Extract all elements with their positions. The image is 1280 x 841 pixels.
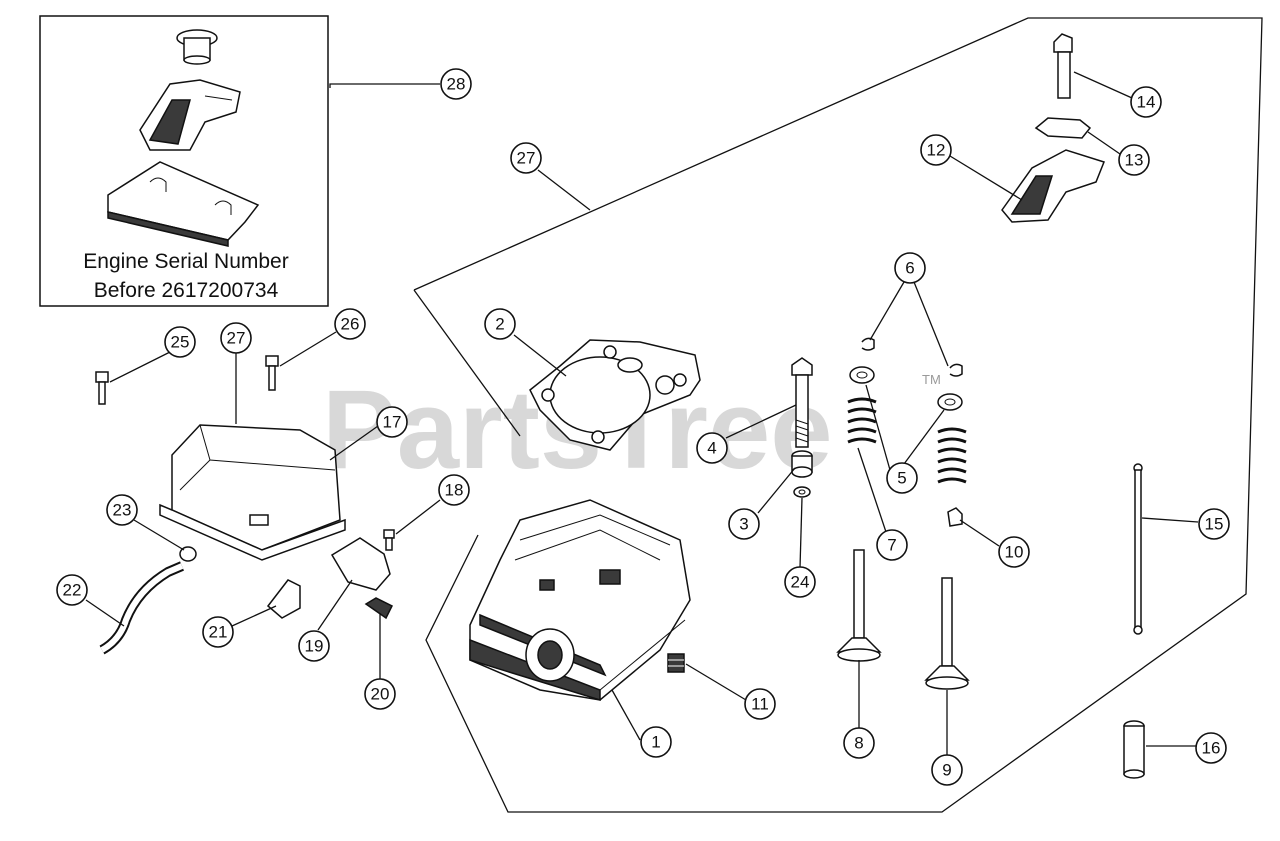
callout-28: 28 <box>440 68 472 100</box>
inset-box <box>39 15 329 307</box>
breather-hose-inner <box>100 563 184 653</box>
svg-text:27: 27 <box>227 329 246 348</box>
inset-guide-plate <box>107 161 260 247</box>
svg-text:3: 3 <box>739 515 748 534</box>
svg-text:6: 6 <box>905 259 914 278</box>
callout-2: 2 <box>484 308 516 340</box>
svg-text:23: 23 <box>113 501 132 520</box>
valve-cover-part <box>159 424 346 561</box>
callout-5: 5 <box>886 462 918 494</box>
svg-text:11: 11 <box>751 695 769 714</box>
assembly-outline <box>413 17 1263 813</box>
valve-seal-part <box>793 486 811 498</box>
svg-text:25: 25 <box>171 333 190 352</box>
callout-27-assembly: 27 <box>510 142 542 174</box>
inset-caption-line1: Engine Serial Number <box>83 250 288 273</box>
svg-text:2: 2 <box>495 315 504 334</box>
push-rod-part <box>1133 463 1143 635</box>
guide-plate-part <box>1034 117 1092 139</box>
callout-16: 16 <box>1195 732 1227 764</box>
callout-9: 9 <box>931 754 963 786</box>
retainer-clip-left-part <box>861 337 875 351</box>
svg-text:26: 26 <box>341 315 360 334</box>
valve-guide-part <box>791 450 813 478</box>
svg-text:21: 21 <box>209 623 228 642</box>
svg-text:18: 18 <box>445 481 464 500</box>
callout-15: 15 <box>1198 508 1230 540</box>
svg-text:4: 4 <box>707 439 716 458</box>
spring-retainer-left-part <box>849 366 875 384</box>
rocker-bolt-part <box>1053 33 1073 99</box>
retainer-clip-right-part <box>949 363 963 377</box>
grommet-part <box>179 546 197 562</box>
inset-adjuster-nut <box>176 29 218 65</box>
screw-26-part <box>265 355 279 391</box>
svg-text:22: 22 <box>63 581 82 600</box>
bracket-21-part <box>266 579 301 619</box>
callout-11: 11 <box>744 688 776 720</box>
head-gasket-part <box>529 339 701 451</box>
inset-caption-line2: Before 2617200734 <box>94 279 279 302</box>
callout-20: 20 <box>364 678 396 710</box>
svg-text:17: 17 <box>383 413 402 432</box>
intake-valve-part <box>836 549 882 662</box>
bracket-19-part <box>330 537 391 591</box>
tappet-part <box>1123 720 1145 779</box>
svg-text:10: 10 <box>1005 543 1024 562</box>
svg-text:13: 13 <box>1125 151 1144 170</box>
svg-text:24: 24 <box>791 573 810 592</box>
svg-text:8: 8 <box>854 734 863 753</box>
callout-13: 13 <box>1118 144 1150 176</box>
rocker-stud-part <box>791 357 813 448</box>
callout-21: 21 <box>202 616 234 648</box>
leader-lines <box>85 71 1199 755</box>
svg-text:1: 1 <box>651 733 660 752</box>
valve-spring-right-part <box>937 427 967 484</box>
cylinder-head-part <box>469 499 691 702</box>
svg-text:19: 19 <box>305 637 324 656</box>
callout-27-cover: 27 <box>220 322 252 354</box>
spring-retainer-right-part <box>937 393 963 411</box>
svg-text:16: 16 <box>1202 739 1221 758</box>
svg-text:14: 14 <box>1137 93 1156 112</box>
callout-14: 14 <box>1130 86 1162 118</box>
breather-part <box>667 653 685 673</box>
svg-text:20: 20 <box>371 685 390 704</box>
valve-spring-left-part <box>847 397 877 444</box>
svg-text:7: 7 <box>887 536 896 555</box>
callout-1: 1 <box>640 726 672 758</box>
exhaust-valve-part <box>924 577 970 690</box>
callout-17: 17 <box>376 406 408 438</box>
callout-6: 6 <box>894 252 926 284</box>
callout-25: 25 <box>164 326 196 358</box>
screw-18-part <box>383 529 395 551</box>
callout-22: 22 <box>56 574 88 606</box>
svg-text:27: 27 <box>517 149 536 168</box>
valve-cap-part <box>947 507 963 527</box>
svg-text:5: 5 <box>897 469 906 488</box>
svg-text:9: 9 <box>942 761 951 780</box>
svg-text:15: 15 <box>1205 515 1224 534</box>
svg-text:12: 12 <box>927 141 946 160</box>
callout-12: 12 <box>920 134 952 166</box>
callout-7: 7 <box>876 529 908 561</box>
screw-25-part <box>95 371 109 405</box>
clip-20-part <box>364 597 394 620</box>
callout-24: 24 <box>784 566 816 598</box>
callout-26: 26 <box>334 308 366 340</box>
watermark-trademark: TM <box>922 372 941 387</box>
callout-4: 4 <box>696 432 728 464</box>
rocker-arm-part <box>1001 149 1105 223</box>
callout-19: 19 <box>298 630 330 662</box>
svg-text:28: 28 <box>447 75 466 94</box>
inset-rocker-arm <box>139 79 241 151</box>
callout-18: 18 <box>438 474 470 506</box>
callout-3: 3 <box>728 508 760 540</box>
callout-23: 23 <box>106 494 138 526</box>
assembly-outline-segment <box>413 289 521 437</box>
callout-8: 8 <box>843 727 875 759</box>
callout-10: 10 <box>998 536 1030 568</box>
